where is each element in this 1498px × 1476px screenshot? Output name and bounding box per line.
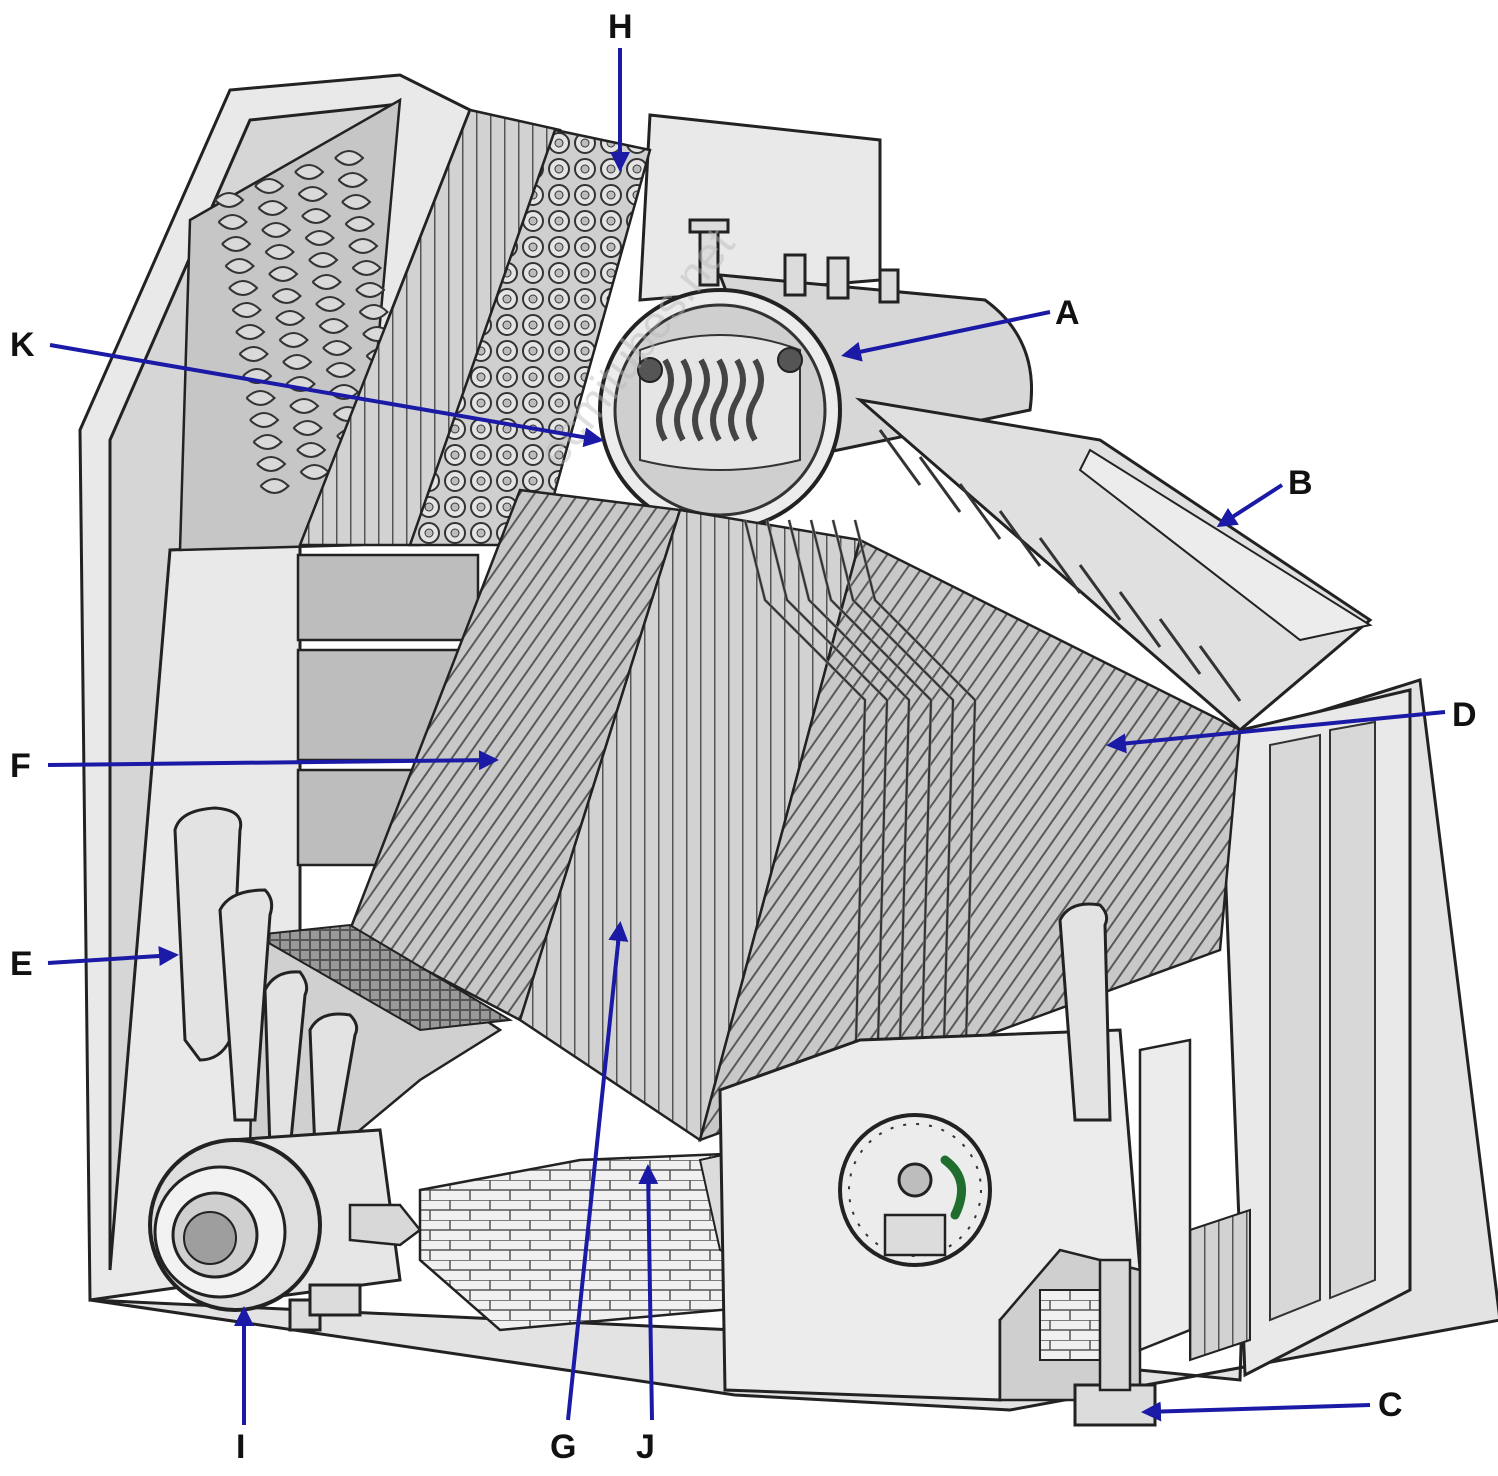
superheater-coil-loop <box>292 420 323 436</box>
drum-separator <box>674 358 692 442</box>
lower-casing <box>718 1028 1251 1427</box>
superheater-coil-loop <box>358 304 389 320</box>
superheater-coil-loop <box>308 252 339 268</box>
superheater-coil-loop <box>271 288 302 304</box>
downcomer-tube-outline <box>744 519 867 1081</box>
drum-nozzle <box>637 357 663 383</box>
callout-label-C: C <box>1378 1386 1403 1424</box>
superheater-coil-loop <box>231 302 262 318</box>
callouts: A B C D E F G H <box>10 8 1477 1466</box>
superheater-coil-loop <box>282 354 313 370</box>
truss-member <box>1158 618 1202 675</box>
downcomer-tubes <box>743 519 977 1081</box>
truss-member <box>958 483 1002 540</box>
superheater-coil-loop <box>296 442 327 458</box>
steam-drum <box>598 218 1034 532</box>
superheater-coil-loop <box>351 260 382 276</box>
superheater-coil-loop <box>221 236 252 252</box>
callout-label-G: G <box>550 1428 576 1466</box>
superheater-coil-loop <box>249 412 280 428</box>
truss-member <box>1118 591 1162 648</box>
superheater-coil-loop <box>217 214 248 230</box>
superheater-coil-loop <box>257 200 288 216</box>
callout-label-D: D <box>1452 696 1477 734</box>
drum-nozzle <box>777 347 803 373</box>
drum-separator <box>656 358 674 442</box>
callout-B: B <box>1216 464 1313 528</box>
superheater-coil-loop <box>322 340 353 356</box>
callout-A: A <box>841 294 1080 362</box>
superheater-coil-loop <box>259 478 290 494</box>
superheater-coil-loop <box>268 266 299 282</box>
truss-member <box>918 456 962 513</box>
superheater-coil-loop <box>278 332 309 348</box>
superheater-coil-loop <box>235 324 266 340</box>
callout-label-H: H <box>608 8 633 46</box>
superheater-coil-loop <box>334 150 365 166</box>
superheater-coil-loop <box>228 280 259 296</box>
superheater-coil-loop <box>318 318 349 334</box>
superheater-coil-loop <box>214 192 245 208</box>
superheater-coil-loop <box>315 296 346 312</box>
drum-separator <box>710 358 728 442</box>
superheater-coil-loop <box>254 178 285 194</box>
callout-label-A: A <box>1055 294 1080 332</box>
truss-member <box>998 510 1042 567</box>
callout-D: D <box>1106 696 1477 754</box>
superheater-coil-loop <box>275 310 306 326</box>
callout-H: H <box>608 8 633 172</box>
superheater-coil-loop <box>245 390 276 406</box>
superheater-coil-loop <box>261 222 292 238</box>
callout-label-I: I <box>236 1428 245 1466</box>
superheater-coil-loop <box>304 230 335 246</box>
downcomer-tube-outline <box>832 519 955 1081</box>
superheater-coil-loop <box>264 244 295 260</box>
callout-K: K <box>10 326 604 448</box>
superheater-coil-loop <box>289 398 320 414</box>
superheater-coil-loop <box>224 258 255 274</box>
superheater-coil-loop <box>348 238 379 254</box>
superheater-coil-loop <box>337 172 368 188</box>
truss-member <box>1078 564 1122 621</box>
superheater-coil-loop <box>301 208 332 224</box>
truss-member <box>1038 537 1082 594</box>
superheater-coil-loop <box>294 164 325 180</box>
callout-label-E: E <box>10 945 33 983</box>
callout-I: I <box>234 1306 254 1466</box>
callout-J: J <box>636 1164 659 1466</box>
callout-F: F <box>10 747 499 785</box>
drum-separator <box>746 358 764 442</box>
convection-tube-bank <box>298 108 652 547</box>
superheater-coil-loop <box>344 216 375 232</box>
downcomer-tube-outline <box>810 519 933 1081</box>
burner-assembly <box>148 1128 422 1332</box>
truss-member <box>1198 645 1242 702</box>
superheater-coil-loop <box>238 346 269 362</box>
superheater-coil-loop <box>341 194 372 210</box>
callout-E: E <box>10 945 179 983</box>
superheater-coil-loop <box>252 434 283 450</box>
downcomer-tube-outline <box>766 519 889 1081</box>
downcomer-tube-outline <box>788 519 911 1081</box>
callout-C: C <box>1141 1386 1403 1424</box>
inspection-door <box>838 1113 992 1267</box>
callout-label-B: B <box>1288 464 1313 502</box>
callout-label-J: J <box>636 1428 655 1466</box>
roof-casing <box>855 397 1373 732</box>
drum-separator <box>728 358 746 442</box>
superheater-coil-loop <box>325 362 356 378</box>
superheater-coil-loop <box>355 282 386 298</box>
superheater-coil-loop <box>297 186 328 202</box>
superheater-coil-loop <box>311 274 342 290</box>
truss-member <box>878 429 922 486</box>
superheater-coil-loop <box>256 456 287 472</box>
drum-separator <box>692 358 710 442</box>
callout-G: G <box>550 921 629 1466</box>
burner-air-ducts <box>173 806 1112 1152</box>
callout-label-F: F <box>10 747 31 785</box>
downcomer-tube-outline <box>854 519 977 1081</box>
callout-label-K: K <box>10 326 35 364</box>
